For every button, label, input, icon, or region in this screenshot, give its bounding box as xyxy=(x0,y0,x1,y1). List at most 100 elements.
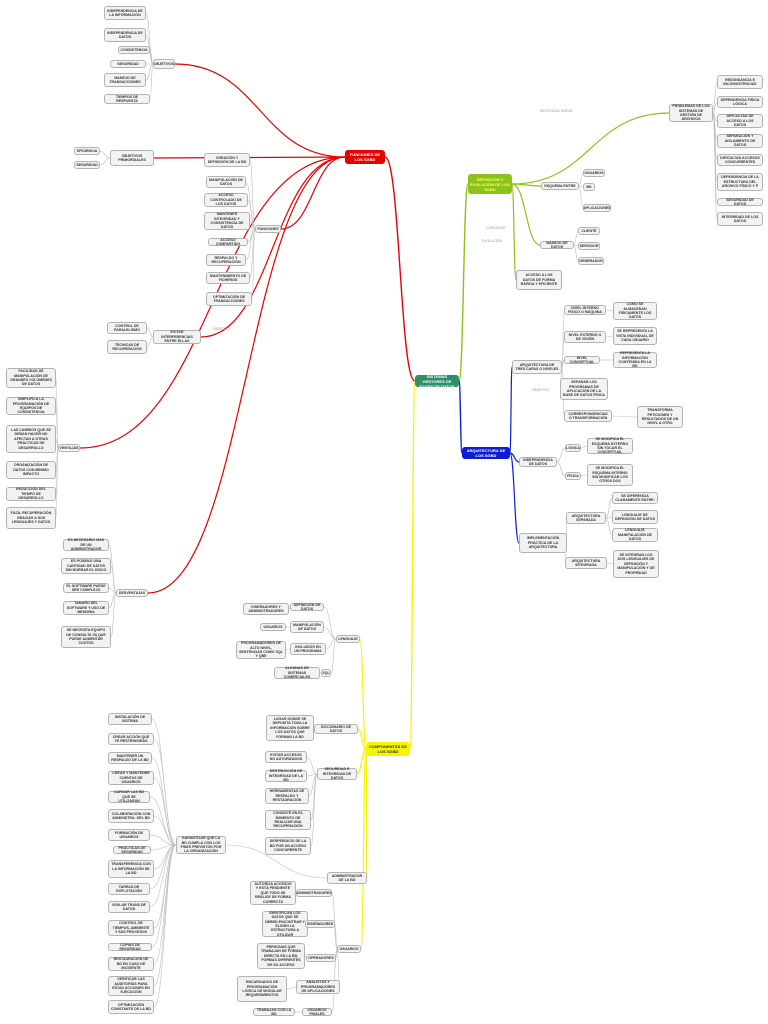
node-p7[interactable]: DEPENDENCIA DE LA ESTRUCTURA DEL ARCHIVO… xyxy=(717,173,763,191)
node-e5[interactable]: CLIENTE xyxy=(578,227,600,235)
node-v7[interactable]: VENTAJAS xyxy=(58,444,80,452)
node-a15[interactable]: SE MODIFICA EL ESQUEMA INTERNO SIN MODIF… xyxy=(587,464,633,486)
node-u6[interactable]: OPERADORES xyxy=(306,954,336,962)
node-d1[interactable]: ES NECESARIO MAS DE UN ADMINISTRADOR xyxy=(63,538,109,551)
node-g7[interactable]: FORMACIÓN DE USUARIOS xyxy=(108,829,150,841)
node-e8[interactable]: ACCESO A LOS DATOS DE FORMA RÁPIDA Y EFI… xyxy=(516,270,562,290)
node-u11[interactable]: USUARIOS xyxy=(337,945,361,953)
node-l3[interactable]: USUARIOS xyxy=(260,623,286,631)
node-g2[interactable]: CREAR ACCIÓN QUE YE RESTRINGIRÁS xyxy=(108,733,154,745)
node-a4[interactable]: SE REPRESENTA LA VISTA INDIVIDUAL DE CAD… xyxy=(613,327,657,345)
node-g4[interactable]: CREAR Y MANTENER CUENTAS DE USUARIOS xyxy=(108,771,154,785)
node-a10[interactable]: ARQUITECTURA DE TRES CAPAS O NIVELES xyxy=(512,360,562,374)
node-a7[interactable]: SEPARAR LOS PROGRAMAS DE APLICACIÓN DE L… xyxy=(560,378,608,400)
node-g14[interactable]: RESTAURACIÓN DE BD EN CASO DE INCIDENTE xyxy=(108,957,154,971)
node-d3[interactable]: EL SOFTWARE PUEDE SER COMPLEJO xyxy=(63,583,109,593)
node-v2[interactable]: SIMPLIFICA LA PROGRAMACIÓN DE EQUIPOS DE… xyxy=(6,397,56,415)
node-u10[interactable]: USUARIOS FINALES xyxy=(302,1008,332,1016)
node-l7[interactable]: ALGUNAS DE SISTEMAS COMERCIALES xyxy=(274,666,320,679)
node-a8[interactable]: CORRESPONDENCIAS O TRANSFORMACIÓN xyxy=(564,410,612,422)
node-f6[interactable]: RESPALDO Y RECUPERACIÓN xyxy=(206,254,246,266)
node-g15[interactable]: VERIFICAR LAS AUDITORÍAS PARA ESTAS ACCI… xyxy=(108,976,154,996)
node-f1[interactable]: CREACIÓN Y DEFINICIÓN DE LA BD xyxy=(204,153,250,167)
node-i4[interactable]: LENGUAJE DE DEFINICIÓN DE DATOS xyxy=(612,510,658,524)
node-p9[interactable]: INTEGRIDAD DE LOS DATOS xyxy=(717,212,763,226)
node-g17[interactable]: GARANTIZAR QUE LA BD CUMPLA CON LOS FINE… xyxy=(176,836,226,854)
node-m1[interactable]: LUGAR DONDE SE DEPOSITA TODA LA INFORMAC… xyxy=(266,715,314,741)
node-v3[interactable]: LAS CAMBIOS QUE SE DEBAN HACER NO AFECTA… xyxy=(6,425,56,453)
node-p2[interactable]: REDUNDANCIA E INCONSISTENCIAS xyxy=(717,75,763,89)
node-definicion[interactable]: DEFINICIÓN Y EVOLUCIÓN DE LOS SGBD xyxy=(468,174,512,194)
node-d4[interactable]: TAMAÑO DEL SOFTWARE Y USO DE MEMORIA xyxy=(63,601,109,615)
node-f2[interactable]: MANIPULACIÓN DE DATOS xyxy=(206,176,246,188)
node-s5[interactable]: DESPERDICIO DE LA BD POR UN ACCESO CONCU… xyxy=(265,837,311,855)
node-a11[interactable]: INDEPENDENCIA DE DATOS xyxy=(519,457,557,467)
node-g3[interactable]: MANTENER UN RESPALDO DE LA BD xyxy=(108,752,152,764)
node-n4[interactable]: SEGURIDAD xyxy=(110,60,146,68)
node-e4[interactable]: ESQUEMA ENTRE xyxy=(541,182,579,190)
node-a9[interactable]: TRANSFORMA PETICIONES Y RESULTADOS DE UN… xyxy=(637,406,683,428)
node-i5[interactable]: LENGUAJE MANIPULACIÓN DE DATOS xyxy=(612,528,658,542)
node-f5[interactable]: ACCESO COMPARTIDO xyxy=(208,238,248,246)
node-u8[interactable]: ANALISTAS Y PROGRAMADORES DE APLICACIONE… xyxy=(296,980,340,994)
node-m2[interactable]: DICCIONARIO DE DATOS xyxy=(314,724,358,734)
node-s4[interactable]: CONSISTE EN EL MOMENTO DE REALIZAR UNA R… xyxy=(265,810,311,830)
node-f8[interactable]: OPTIMIZACIÓN DE TRANSACCIONES xyxy=(206,292,252,306)
node-e9[interactable]: GENERADOR xyxy=(578,257,604,265)
node-g11[interactable]: VIGILAR TRANS DE DATOS xyxy=(108,901,150,913)
node-s6[interactable]: SEGURIDAD E INTEGRIDAD DE DATOS xyxy=(317,767,357,780)
node-s2[interactable]: DESTRUCCIÓN DE INTEGRIDAD DE LA BD xyxy=(265,769,307,782)
node-f9[interactable]: FUNCIONES xyxy=(255,225,281,233)
node-a14[interactable]: FÍSICA xyxy=(565,472,581,480)
node-n6[interactable]: TIEMPOS DE RESPUESTA xyxy=(104,94,150,104)
node-e1[interactable]: USUARIOS xyxy=(583,169,605,177)
node-v6[interactable]: FÁCIL RECUPERACIÓN GRACIAS A SUS LENGUAJ… xyxy=(6,507,56,529)
node-n5[interactable]: MANEJO DE TRANSACCIONES xyxy=(104,73,146,87)
node-p3[interactable]: DEPENDENCIA FÍSICA LÓGICA xyxy=(717,96,763,108)
node-i6[interactable]: ARQUITECTURA INTEGRADA xyxy=(565,557,607,569)
node-f7[interactable]: MANTENIMIENTO DE FICHEROS xyxy=(206,272,250,284)
node-d5[interactable]: SE NECESITA EQUIPO DE CONSULTA YA QUE PU… xyxy=(61,626,111,648)
node-l8[interactable]: SQL xyxy=(321,669,331,677)
node-d6[interactable]: DESVENTAJAS xyxy=(116,589,148,597)
node-c3[interactable]: EVITAR INTERFERENCIAS ENTRE ELLAS xyxy=(153,330,201,344)
node-p5[interactable]: SEPARACIÓN Y AISLAMIENTO DE DATOS xyxy=(717,134,763,148)
node-e7[interactable]: MANEJO DE DATOS xyxy=(540,241,574,249)
node-c2[interactable]: TÉCNICAS DE RECUPERACIÓN xyxy=(107,340,147,354)
node-a12[interactable]: LÓGICA xyxy=(565,444,581,452)
node-v5[interactable]: REDUCCIÓN DEL TIEMPO DE DESARROLLO xyxy=(6,487,56,501)
node-u4[interactable]: DISEÑADORES xyxy=(305,920,335,928)
node-l9[interactable]: LENGUAJE xyxy=(336,635,360,643)
node-s3[interactable]: HERRAMIENTAS DE RESPALDO Y RESTAURACIÓN xyxy=(265,788,309,804)
node-a6[interactable]: REPRESENTA LA INFORMACIÓN CONTENIDA EN L… xyxy=(613,351,657,368)
node-g13[interactable]: COPIAS DE SEGURIDAD xyxy=(108,943,152,951)
node-d2[interactable]: ES POSIBLE UNA CANTIDAD DE DATOS SIN BOR… xyxy=(61,558,111,574)
node-u5[interactable]: PERSONAS QUE TRABAJAN DE FORMA DIRECTA E… xyxy=(257,943,305,969)
node-a1[interactable]: NIVEL INTERNO FÍSICO O MÁQUINA xyxy=(564,305,606,315)
node-l5[interactable]: PROGRAMADORES DE ALTO NIVEL, SENTENCIAS … xyxy=(236,641,286,659)
node-p6[interactable]: DIFICULTAD ACCESOS CONCURRENTES xyxy=(717,154,763,166)
node-funciones[interactable]: FUNCIONES DE LOS SGBD xyxy=(345,150,385,164)
node-g10[interactable]: TAREAS DE EXPLOTACIÓN xyxy=(108,883,150,895)
node-n8[interactable]: EFICIENCIA xyxy=(74,147,100,155)
node-g12[interactable]: CONTROL DE TIEMPOS, AMBIENTE Y SUS PROCE… xyxy=(108,920,154,936)
node-u3[interactable]: IDENTIFICAN LOS DATOS QUE SE DEBEN ENCON… xyxy=(262,911,308,937)
node-u2[interactable]: ADMINISTRADORES xyxy=(296,889,332,897)
node-n3[interactable]: CONSISTENCIA xyxy=(118,46,150,54)
node-g18[interactable]: ADMINISTRADOR DE LA BD xyxy=(327,872,367,884)
node-l6[interactable]: INCLUIDOS EN UN PROGRAMA xyxy=(290,643,326,655)
node-g1[interactable]: INSTALACIÓN DE SISTEMA xyxy=(108,713,152,725)
node-n9[interactable]: SEGURIDAD xyxy=(74,161,100,169)
node-i2[interactable]: ARQUITECTURA SEPARADA xyxy=(566,512,606,524)
node-v4[interactable]: ORGANIZACIÓN DE DATOS CON MÍNIMO IMPACTO xyxy=(6,461,56,479)
node-n2[interactable]: INDEPENDENCIA DE DATOS xyxy=(104,28,146,42)
node-c1[interactable]: CONTROL DE PARALELISMO xyxy=(107,322,147,334)
node-g5[interactable]: CARGAR LAS BD QUE SE UTILIZARÁN xyxy=(108,790,150,803)
node-i1[interactable]: IMPLEMENTACIÓN PRÁCTICA DE LA ARQUITECTU… xyxy=(519,533,567,553)
node-l4[interactable]: MANIPULACIÓN DE DATOS xyxy=(290,621,324,633)
node-i3[interactable]: SE DIFERENCIA CLARAMENTE ENTRE: xyxy=(612,492,658,504)
node-e2[interactable]: BD xyxy=(583,183,595,191)
node-g16[interactable]: OPTIMIZACIÓN CONSTANTE DE LA BD xyxy=(108,1000,154,1014)
node-a13[interactable]: SE MODIFICA EL ESQUEMA EXTERNO SIN TOCAR… xyxy=(587,437,633,454)
node-f4[interactable]: MANTENER INTEGRIDAD Y CONSISTENCIA DE DA… xyxy=(204,212,250,230)
